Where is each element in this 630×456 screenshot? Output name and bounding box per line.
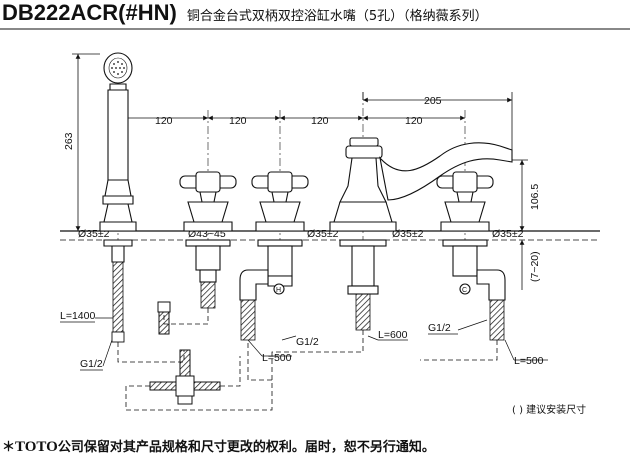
shower-height-dimension [72, 53, 100, 232]
shower-hose [112, 261, 124, 333]
left-valve-hose [200, 281, 216, 309]
dim-spacing-4: 120 [405, 115, 423, 127]
middle-valve [239, 171, 309, 301]
dim-spacing-3: 120 [311, 115, 329, 127]
footer-disclaimer: ＊TOTO公司保留对其产品规格和尺寸更改的权利。届时，恕不另行通知。 [2, 436, 435, 456]
right-valve [436, 171, 506, 301]
spout-hose [355, 293, 371, 331]
dim-spout-reach: 205 [424, 95, 442, 107]
dim-shower-height: 263 [63, 132, 75, 150]
cold-mark: C [462, 287, 467, 294]
shower-thread-size: G1/2 [80, 358, 103, 370]
footer-star: ＊ [2, 440, 16, 455]
model-number: DB222ACR(#HN) [2, 0, 177, 25]
footer-brand: TOTO [15, 439, 58, 455]
diverter-assembly [149, 301, 221, 405]
shower-hose-length: L=1400 [60, 310, 95, 322]
product-description: 铜合金台式双柄双控浴缸水嘴（5孔）（格纳薇系列） [186, 9, 488, 24]
routing-lines [117, 308, 498, 411]
hole-right-valve-label: Ø35±2 [492, 228, 524, 240]
right-thread-size: G1/2 [428, 322, 451, 334]
left-valve [179, 171, 237, 283]
dim-deck-range: (7~20) [529, 251, 541, 282]
bath-spout [329, 137, 513, 295]
dim-spacing-1: 120 [155, 115, 173, 127]
dim-spout-height: 106.5 [529, 184, 541, 210]
left-thread-size: G1/2 [296, 336, 319, 348]
middle-valve-hose [240, 299, 256, 341]
callout-leaders [60, 317, 548, 371]
title-row: DB222ACR(#HN) 铜合金台式双柄双控浴缸水嘴（5孔）（格纳薇系列） [2, 0, 488, 28]
spout-hose-length: L=600 [378, 329, 408, 341]
hot-mark: H [276, 287, 281, 294]
footer-text: 公司保留对其产品规格和尺寸更改的权利。届时，恕不另行通知。 [57, 440, 435, 455]
dim-spacing-2: 120 [229, 115, 247, 127]
suggested-install-note: ( ) 建议安装尺寸 [512, 403, 586, 416]
right-hose-length: L=500 [514, 355, 544, 367]
left-hose-length: L=500 [262, 352, 292, 364]
spout-height-dimension [500, 159, 528, 290]
shower-hose-nut [111, 331, 125, 343]
right-valve-hose [489, 299, 505, 341]
hole-spout-label: Ø35±2 [392, 228, 424, 240]
reach-dimension [362, 92, 513, 160]
hand-shower [99, 52, 137, 263]
